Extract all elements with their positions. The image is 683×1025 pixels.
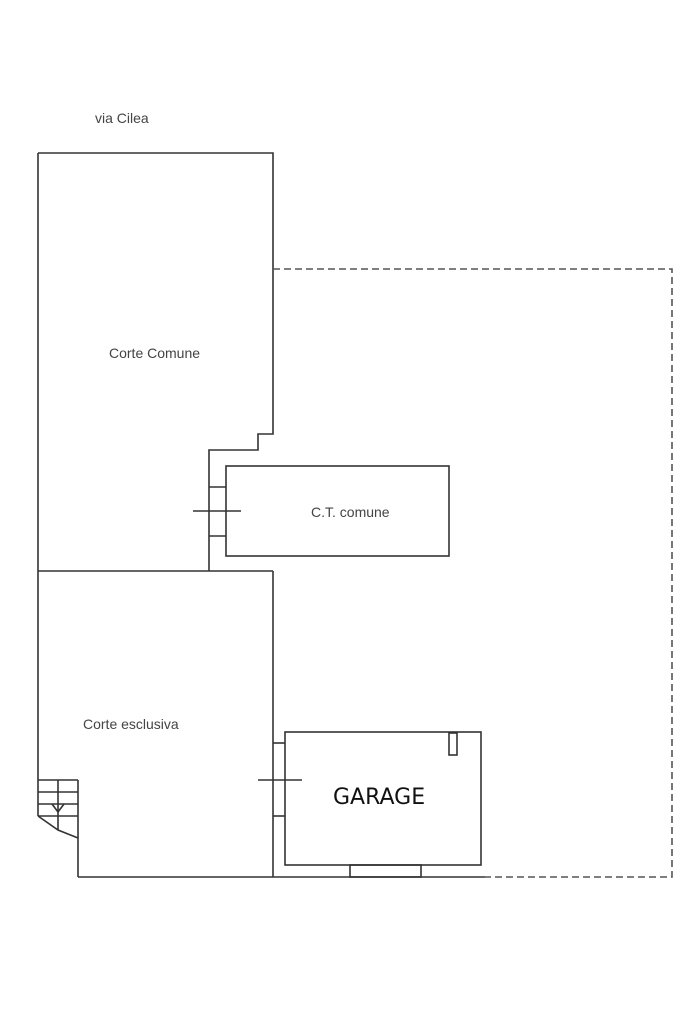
corte-comune-label: Corte Comune: [109, 345, 201, 361]
dashed-boundary: [273, 268, 673, 878]
garage-door-opening: [349, 864, 422, 878]
corte-comune-outline: [38, 152, 274, 571]
corte-esclusiva-label: Corte esclusiva: [83, 716, 179, 732]
street-label: via Cilea: [95, 110, 149, 126]
garage-label: GARAGE: [333, 785, 426, 810]
staircase: [37, 779, 79, 877]
garage-fixture: [448, 732, 458, 756]
ct-comune-label: C.T. comune: [311, 504, 390, 520]
